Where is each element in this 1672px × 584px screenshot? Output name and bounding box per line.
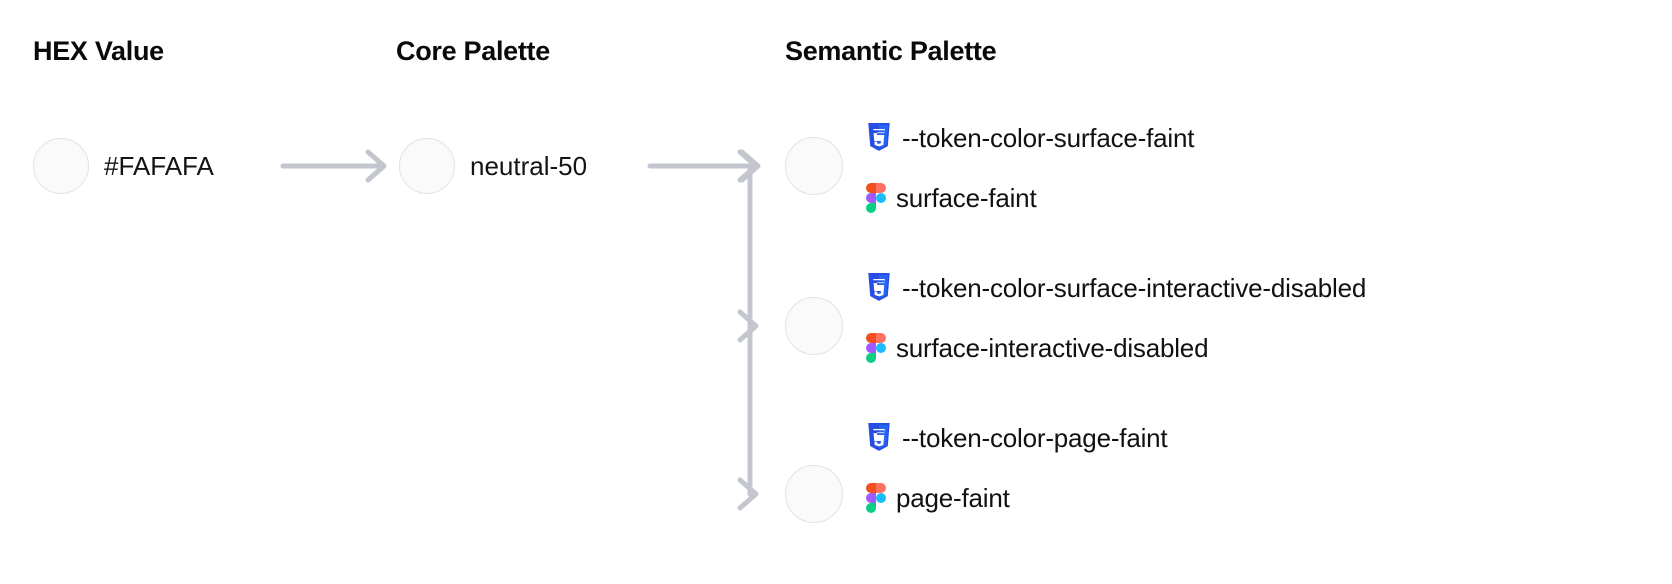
color-swatch-hex	[33, 138, 89, 194]
arrow-head-hex-to-core	[365, 149, 387, 183]
css-token-line: --token-color-surface-faint	[866, 118, 1194, 158]
figma-token-line: surface-interactive-disabled	[866, 328, 1366, 368]
arrow-head-2	[737, 309, 759, 343]
color-swatch-core	[399, 138, 455, 194]
arrow-head-3	[737, 477, 759, 511]
css-token-label: --token-color-surface-interactive-disabl…	[902, 273, 1367, 303]
css-token-label: --token-color-page-faint	[902, 423, 1168, 453]
color-swatch-semantic-2	[785, 297, 843, 355]
figma-icon	[866, 333, 886, 363]
css3-icon	[868, 423, 890, 451]
figma-token-label: surface-interactive-disabled	[896, 333, 1209, 363]
column-heading-semantic-palette: Semantic Palette	[785, 36, 997, 66]
css3-icon	[868, 273, 890, 301]
figma-token-line: surface-faint	[866, 178, 1194, 218]
css-token-line: --token-color-surface-interactive-disabl…	[866, 268, 1366, 308]
figma-token-label: surface-faint	[896, 183, 1037, 213]
css-token-line: --token-color-page-faint	[866, 418, 1168, 458]
hex-value-label: #FAFAFA	[104, 151, 214, 181]
css3-icon	[868, 123, 890, 151]
color-swatch-semantic-3	[785, 465, 843, 523]
column-heading-hex-value: HEX Value	[33, 36, 164, 66]
core-palette-label: neutral-50	[470, 151, 588, 181]
figma-icon	[866, 183, 886, 213]
arrow-head-1	[737, 149, 759, 183]
column-heading-core-palette: Core Palette	[396, 36, 550, 66]
arrow-head-semantic-1	[739, 149, 761, 183]
figma-token-label: page-faint	[896, 483, 1010, 513]
semantic-token-row: --token-color-page-faint page-faint	[866, 418, 1168, 518]
css-token-label: --token-color-surface-faint	[902, 123, 1195, 153]
color-swatch-semantic-1	[785, 137, 843, 195]
semantic-token-row: --token-color-surface-faint surface-fain…	[866, 118, 1194, 218]
semantic-token-row: --token-color-surface-interactive-disabl…	[866, 268, 1366, 368]
figma-icon	[866, 483, 886, 513]
figma-token-line: page-faint	[866, 478, 1167, 518]
